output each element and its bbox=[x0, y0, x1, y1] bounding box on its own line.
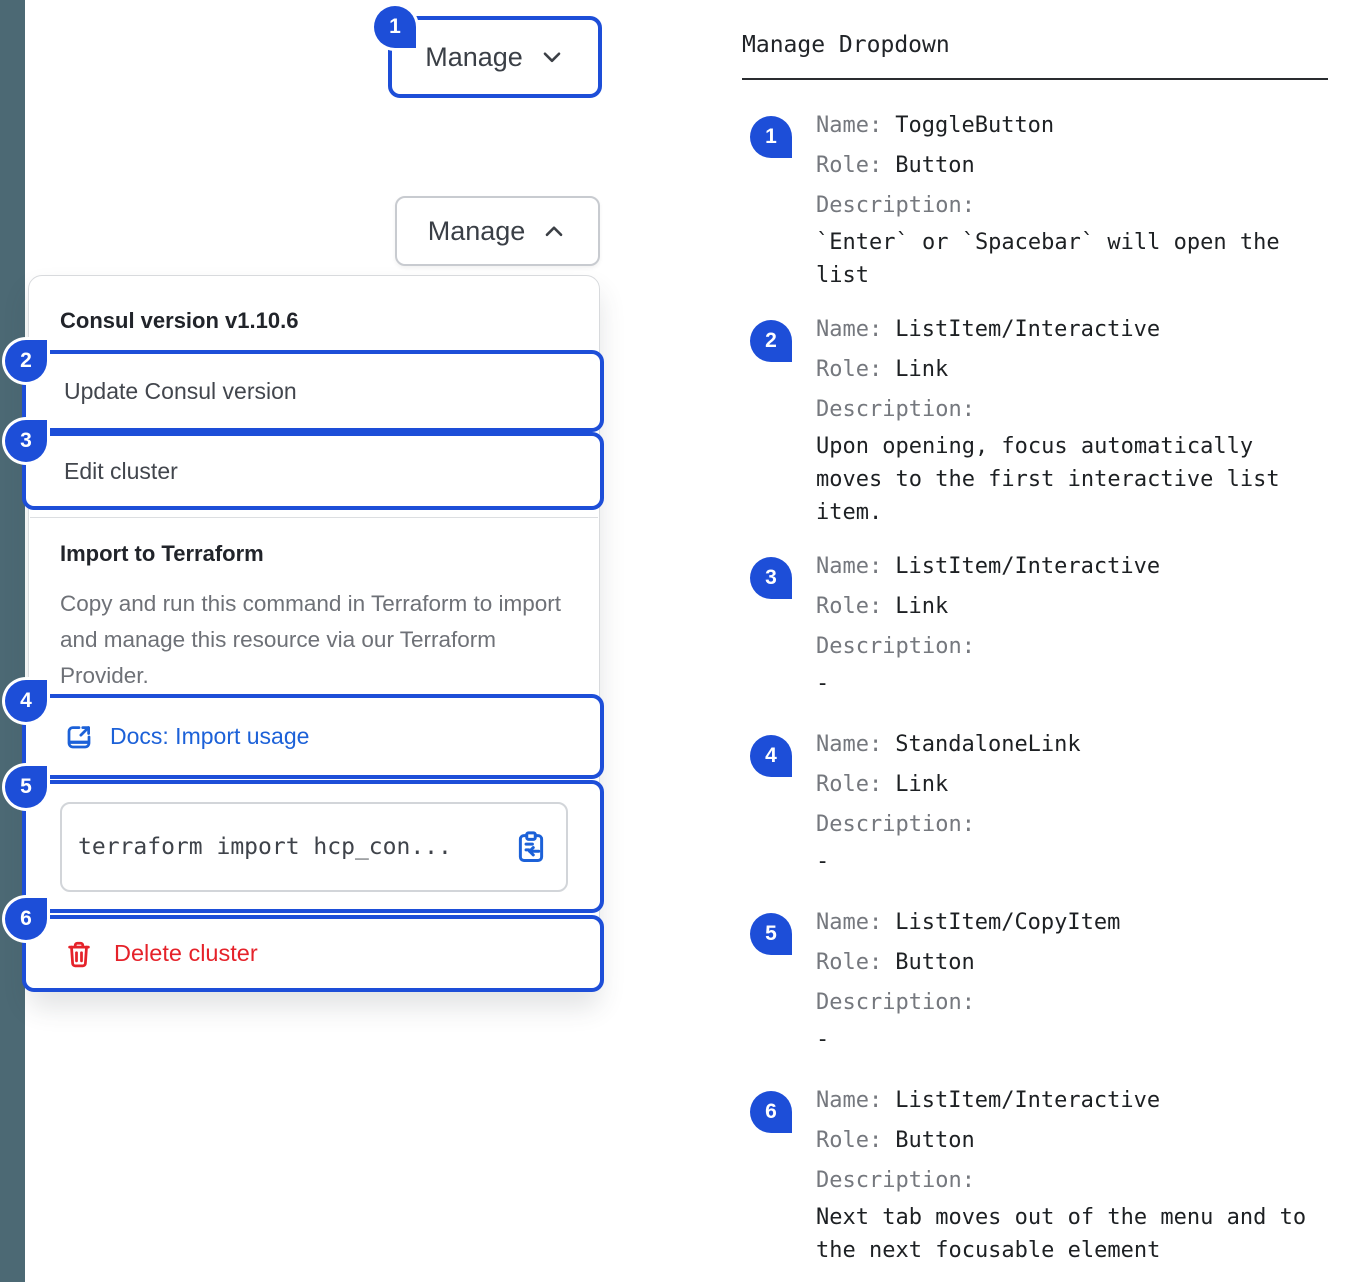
role-value: Button bbox=[895, 1128, 975, 1153]
consul-version-header: Consul version v1.10.6 bbox=[60, 308, 299, 333]
spec-item-6: 6 Name:ListItem/Interactive Role:Button … bbox=[742, 1081, 1328, 1267]
role-value: Button bbox=[895, 950, 975, 975]
description-value: Next tab moves out of the menu and to th… bbox=[816, 1205, 1307, 1263]
manage-button-label: Manage bbox=[425, 41, 523, 72]
name-value: ListItem/Interactive bbox=[895, 1088, 1161, 1113]
description-value: - bbox=[816, 671, 830, 696]
annotation-badge-3: 3 bbox=[750, 557, 792, 599]
menu-item-edit-cluster[interactable]: Edit cluster bbox=[22, 432, 604, 510]
spec-list: 1 Name: ToggleButton Role: Button Descript… bbox=[742, 106, 1328, 1267]
description-value: - bbox=[816, 1027, 830, 1052]
name-value: ToggleButton bbox=[895, 113, 1055, 138]
delete-cluster-label: Delete cluster bbox=[114, 940, 258, 966]
name-label: Name: bbox=[816, 1088, 883, 1113]
annotation-badge-3: 3 bbox=[5, 420, 47, 462]
name-value: ListItem/Interactive bbox=[895, 317, 1161, 342]
role-label: Role: bbox=[816, 950, 883, 975]
external-link-icon bbox=[67, 725, 91, 748]
terraform-command-code-block[interactable]: terraform import hcp_con... bbox=[60, 801, 568, 892]
role-value: Link bbox=[895, 772, 949, 797]
annotation-badge-4: 4 bbox=[5, 680, 47, 722]
annotation-badge-1: 1 bbox=[374, 6, 416, 48]
description-label: Description: bbox=[816, 193, 975, 218]
terraform-command-text: terraform import hcp_con... bbox=[78, 833, 452, 860]
annotation-badge-2: 2 bbox=[750, 320, 792, 362]
import-terraform-header: Import to Terraform bbox=[60, 541, 264, 566]
manage-button-label: Manage bbox=[427, 215, 526, 246]
menu-section-divider bbox=[30, 517, 598, 518]
menu-item-update-consul-version[interactable]: Update Consul version bbox=[22, 350, 604, 432]
role-label: Role: bbox=[816, 1128, 883, 1153]
annotation-badge-5: 5 bbox=[750, 913, 792, 955]
description-label: Description: bbox=[816, 990, 975, 1015]
menu-item-label: Update Consul version bbox=[64, 377, 297, 404]
chevron-down-icon bbox=[543, 52, 561, 63]
menu-item-docs-import-link[interactable]: Docs: Import usage bbox=[22, 694, 604, 779]
sidebar-strip bbox=[0, 0, 25, 1282]
spec-item-5: 5 Name: ListItem/CopyItem Role: Button Des… bbox=[742, 903, 1328, 1063]
description-label: Description: bbox=[816, 812, 975, 837]
spec-item-2: 2 Name: ListItem/Interactive Role: Link De… bbox=[742, 310, 1328, 529]
name-value: ListItem/CopyItem bbox=[895, 910, 1121, 935]
annotation-badge-6: 6 bbox=[750, 1091, 792, 1133]
annotation-badge-6: 6 bbox=[5, 898, 47, 940]
name-value: StandaloneLink bbox=[895, 732, 1081, 757]
annotation-badge-5: 5 bbox=[5, 766, 47, 808]
role-value: Link bbox=[895, 594, 949, 619]
menu-item-delete-cluster[interactable]: Delete cluster bbox=[22, 915, 604, 992]
spec-title: Manage Dropdown bbox=[742, 32, 950, 58]
annotation-badge-1: 1 bbox=[750, 116, 792, 158]
spec-item-4: 4 Name: StandaloneLink Role: Link Descript… bbox=[742, 725, 1328, 885]
name-value: ListItem/Interactive bbox=[895, 554, 1161, 579]
name-label: Name: bbox=[816, 910, 883, 935]
spec-item-1: 1 Name: ToggleButton Role: Button Descript… bbox=[742, 106, 1328, 292]
role-label: Role: bbox=[816, 594, 883, 619]
chevron-up-icon bbox=[545, 226, 563, 237]
menu-item-copy-terraform-command[interactable]: terraform import hcp_con... bbox=[22, 780, 604, 913]
spec-divider bbox=[742, 78, 1328, 80]
name-label: Name: bbox=[816, 554, 883, 579]
description-value: - bbox=[816, 849, 830, 874]
menu-item-label: Edit cluster bbox=[64, 457, 178, 484]
description-label: Description: bbox=[816, 634, 975, 659]
annotation-badge-2: 2 bbox=[5, 340, 47, 382]
name-label: Name: bbox=[816, 317, 883, 342]
docs-link-label: Docs: Import usage bbox=[110, 723, 310, 749]
description-value: `Enter` or `Spacebar` will open the list bbox=[816, 230, 1280, 288]
manage-toggle-button-expanded[interactable]: Manage bbox=[395, 196, 600, 266]
role-label: Role: bbox=[816, 153, 883, 178]
role-value: Button bbox=[895, 153, 975, 178]
role-value: Link bbox=[895, 357, 949, 382]
manage-toggle-button-collapsed[interactable]: Manage bbox=[388, 16, 602, 98]
name-label: Name: bbox=[816, 113, 883, 138]
description-label: Description: bbox=[816, 1168, 975, 1193]
spec-item-3: 3 Name: ListItem/Interactive Role: Link De… bbox=[742, 547, 1328, 707]
role-label: Role: bbox=[816, 772, 883, 797]
annotation-badge-4: 4 bbox=[750, 735, 792, 777]
description-value: Upon opening, focus automatically moves … bbox=[816, 434, 1280, 525]
clipboard-copy-icon[interactable] bbox=[514, 830, 548, 864]
import-terraform-description: Copy and run this command in Terraform t… bbox=[60, 591, 562, 688]
name-label: Name: bbox=[816, 732, 883, 757]
trash-icon bbox=[68, 941, 90, 967]
description-label: Description: bbox=[816, 397, 975, 422]
role-label: Role: bbox=[816, 357, 883, 382]
spec-panel: Manage Dropdown 1 Name: ToggleButton Role… bbox=[742, 28, 1328, 1285]
